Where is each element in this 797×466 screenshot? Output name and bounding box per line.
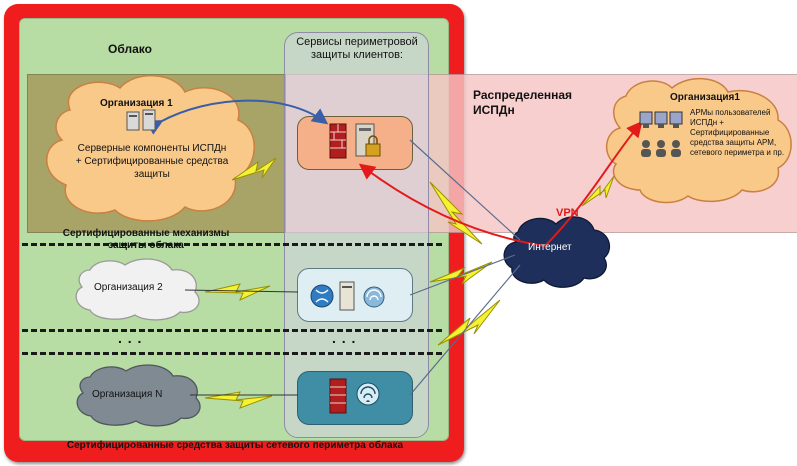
more-orgs-dots: . . . bbox=[118, 330, 143, 346]
lightning-remote bbox=[581, 175, 615, 207]
firewall-icon bbox=[329, 123, 347, 159]
internet-cloud bbox=[503, 216, 611, 288]
workstations-icon bbox=[639, 111, 683, 128]
server-icon bbox=[339, 281, 355, 311]
separator-line bbox=[22, 352, 442, 355]
internet-label: Интернет bbox=[528, 242, 572, 253]
firewall-icon bbox=[329, 378, 347, 414]
vpn-label: VPN bbox=[556, 207, 579, 219]
remote-org-text: АРМы пользователей ИСПДн + Сертифицирова… bbox=[690, 108, 785, 157]
vpn-arrow-to-service bbox=[358, 163, 546, 247]
lightning-svc1 bbox=[429, 181, 483, 245]
org1-name: Организация 1 bbox=[100, 98, 173, 109]
orgN-cloud bbox=[76, 364, 201, 427]
org2-label: Организация 2 bbox=[94, 282, 163, 293]
separator-line bbox=[22, 329, 442, 332]
server-lock-icon bbox=[355, 123, 381, 157]
cloud-title: Облако bbox=[108, 42, 152, 56]
bottom-caption: Сертифицированные средства защиты сетево… bbox=[66, 440, 404, 451]
fingerprint-icon bbox=[356, 382, 380, 406]
org1-link-arrow bbox=[145, 99, 329, 135]
more-services-dots: . . . bbox=[332, 330, 357, 346]
remote-org-cloud bbox=[606, 77, 792, 204]
fingerprint-icon bbox=[363, 286, 385, 308]
cloud-mechanisms-label: Сертифицированные механизмы защиты облак… bbox=[62, 228, 230, 251]
services-title: Сервисы периметровой защиты клиентов: bbox=[296, 36, 418, 61]
users-icon bbox=[641, 140, 681, 157]
distributed-title: Распределенная ИСПДн bbox=[473, 88, 573, 117]
remote-org-name: Организация1 bbox=[670, 92, 740, 103]
lightning-org2 bbox=[204, 283, 271, 302]
lightning-svc2 bbox=[429, 261, 493, 285]
orgN-label: Организация N bbox=[92, 389, 163, 400]
separator-line bbox=[22, 243, 442, 246]
services-column bbox=[284, 32, 429, 438]
vpn-arrow-to-remote bbox=[544, 120, 643, 247]
lightning-svc3 bbox=[437, 299, 501, 346]
org1-text: Серверные компоненты ИСПДн + Сертифициро… bbox=[75, 143, 229, 180]
globe-icon bbox=[310, 284, 334, 308]
service-box-orgN bbox=[297, 371, 413, 425]
lightning-org1 bbox=[231, 157, 277, 181]
org2-cloud bbox=[75, 258, 200, 321]
lightning-orgN bbox=[204, 391, 273, 409]
server-icon bbox=[126, 109, 156, 131]
